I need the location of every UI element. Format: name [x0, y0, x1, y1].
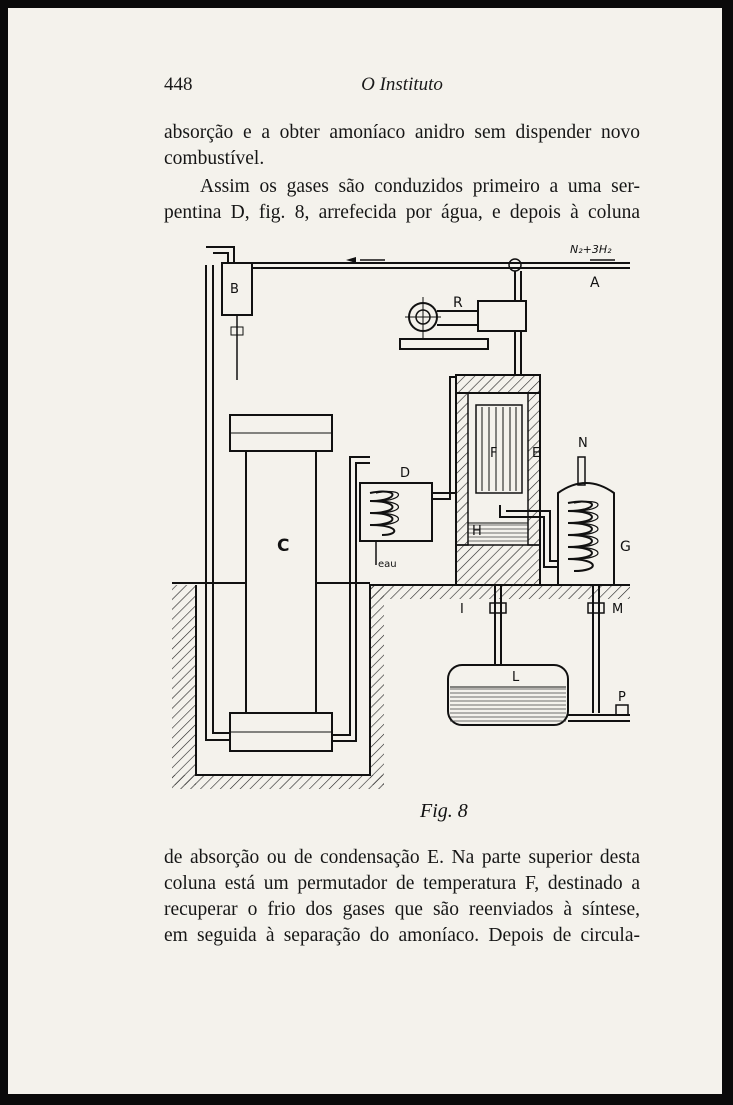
- label-f: F: [490, 446, 497, 461]
- label-b: B: [230, 282, 239, 297]
- label-h: H: [472, 524, 482, 539]
- label-p: P: [618, 690, 626, 705]
- label-i: I: [460, 602, 464, 617]
- paragraph-line: em seguida à separação do amoníaco. Depo…: [164, 925, 640, 946]
- paragraph-line: recuperar o frio dos gases que são reenv…: [164, 899, 640, 920]
- apparatus-diagram: N₂+3H₂ A B C: [172, 243, 631, 789]
- figure-caption: Fig. 8: [420, 800, 468, 822]
- apparatus-figure: N₂+3H₂ A B C: [160, 235, 640, 795]
- label-a: A: [590, 275, 600, 291]
- heat-exchanger-f: [475, 404, 523, 494]
- label-c: C: [277, 536, 289, 556]
- label-n: N: [578, 436, 588, 451]
- paragraph-line: pentina D, fig. 8, arrefecida por água, …: [164, 202, 640, 223]
- label-l: L: [512, 670, 520, 685]
- water-label: eau: [378, 559, 397, 570]
- column-c: [229, 414, 333, 752]
- left-pipe: [205, 246, 235, 741]
- serpentine-d: [359, 482, 433, 565]
- label-g: G: [620, 539, 631, 555]
- page-number: 448: [164, 74, 193, 95]
- label-d: D: [400, 466, 410, 481]
- paragraph-2: Assim os gases são conduzidos primeiro a…: [164, 174, 640, 226]
- label-e: E: [532, 446, 540, 461]
- journal-title: O Instituto: [361, 74, 443, 95]
- gas-feed-line: [250, 257, 630, 272]
- paragraph-line: de absorção ou de condensação E. Na part…: [164, 847, 640, 868]
- running-head: 448 O Instituto: [164, 74, 640, 100]
- paragraph-line: Assim os gases são conduzidos primeiro a…: [200, 176, 640, 197]
- separator-g: [557, 456, 615, 586]
- paragraph-1: absorção e a obter amoníaco anidro sem d…: [164, 120, 640, 172]
- gas-input-label: N₂+3H₂: [570, 243, 612, 256]
- paragraph-line: combustível.: [164, 148, 265, 169]
- tank-l: [447, 664, 569, 726]
- paragraph-line: absorção e a obter amoníaco anidro sem d…: [164, 122, 640, 143]
- label-m: M: [612, 602, 623, 617]
- paragraph-3: de absorção ou de condensação E. Na part…: [164, 845, 640, 949]
- compressor-r: [399, 271, 527, 375]
- label-r: R: [453, 295, 463, 311]
- paragraph-line: coluna está um permutador de temperatura…: [164, 873, 640, 894]
